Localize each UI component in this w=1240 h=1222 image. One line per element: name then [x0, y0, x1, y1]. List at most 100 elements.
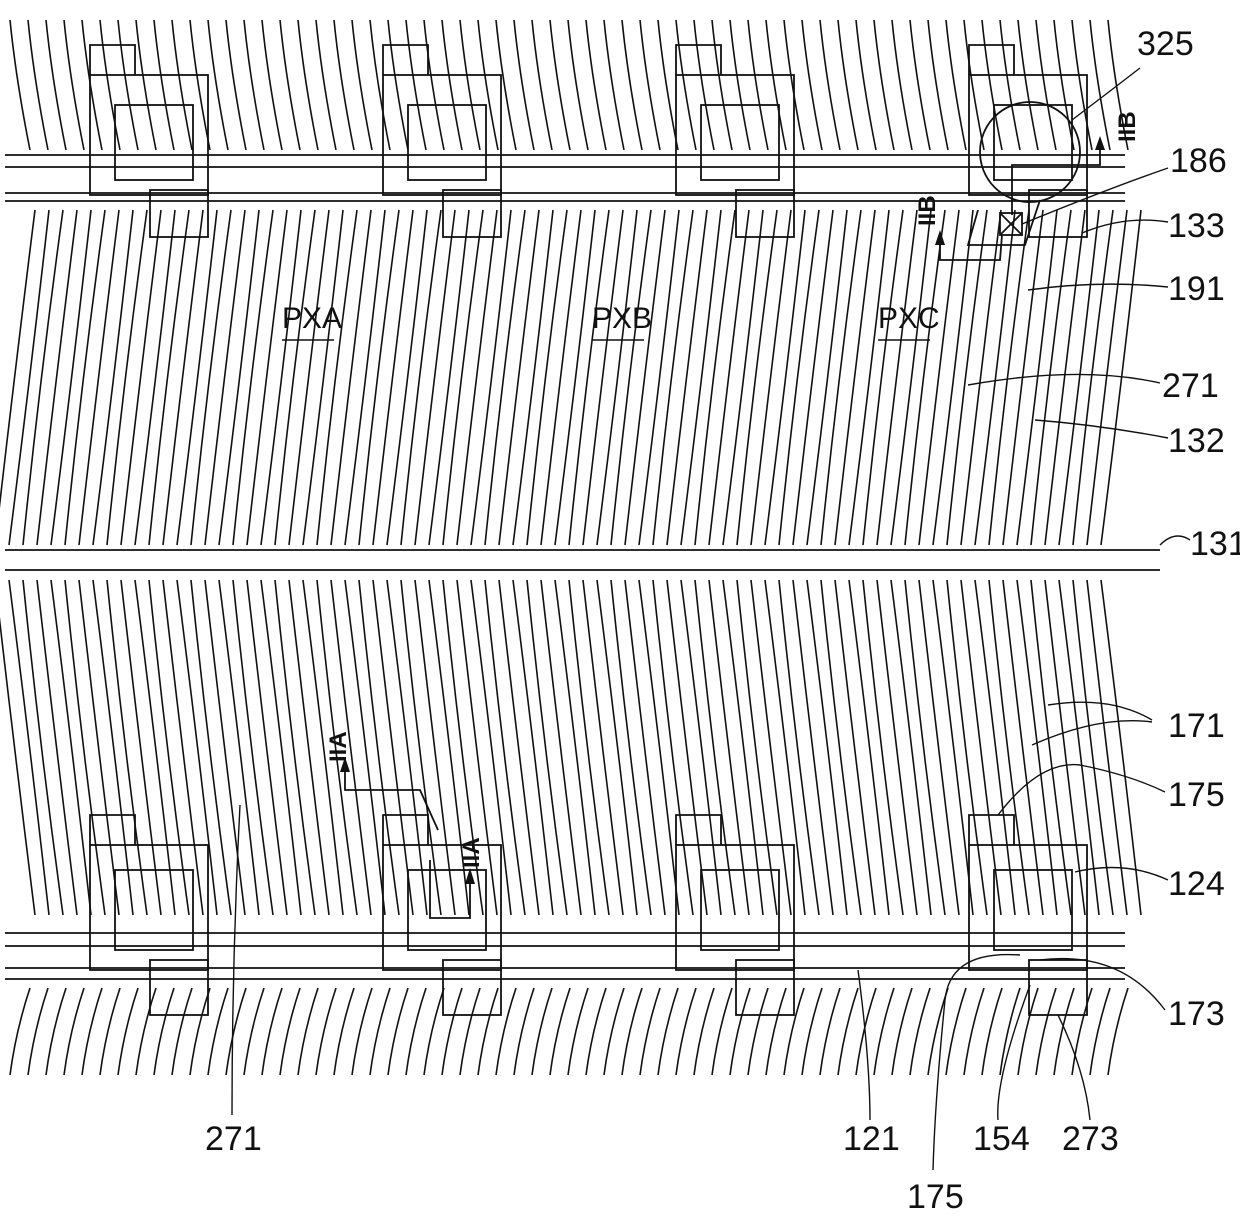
electrode-slit — [262, 988, 282, 1075]
electrode-slit — [712, 20, 732, 150]
electrode-slit — [406, 20, 426, 150]
electrode-slit — [622, 988, 642, 1075]
electrode-slit — [46, 988, 66, 1075]
electrode-slit — [370, 20, 390, 150]
electrode-slit — [820, 988, 840, 1075]
electrode-slit — [10, 988, 30, 1075]
electrode-slit — [694, 20, 714, 150]
pixel-label-pxc: PXC — [878, 302, 940, 335]
electrode-slit — [496, 20, 516, 150]
electrode-slit — [352, 988, 372, 1075]
electrode-slit — [928, 20, 948, 150]
pixel-label-pxb: PXB — [592, 302, 652, 335]
electrode-slit — [244, 20, 264, 150]
electrode-slit — [154, 20, 174, 150]
electrode-slit — [244, 988, 264, 1075]
electrode-slit — [658, 988, 678, 1075]
electrode-slit — [478, 988, 498, 1075]
electrode-slit — [460, 20, 480, 150]
electrode-slit — [532, 20, 552, 150]
electrode-slit — [874, 20, 894, 150]
electrode-slit — [100, 20, 120, 150]
tft-drain-pad — [115, 870, 193, 950]
section-cut-iib-lower — [940, 235, 1002, 260]
electrode-slit — [442, 988, 462, 1075]
electrode-slit — [1054, 20, 1074, 150]
leader-131 — [1160, 536, 1190, 545]
electrode-slit — [172, 20, 192, 150]
electrode-slit — [964, 988, 984, 1075]
electrode-slit — [604, 988, 624, 1075]
electrode-slit — [154, 988, 174, 1075]
electrode-slit — [550, 988, 570, 1075]
electrode-slit — [64, 988, 84, 1075]
electrode-slit — [388, 988, 408, 1075]
leader-171-a — [1048, 702, 1152, 720]
electrode-slit — [352, 20, 372, 150]
leader-121 — [858, 970, 870, 1120]
electrode-slit — [478, 20, 498, 150]
electrode-slit — [1036, 20, 1056, 150]
electrode-slit — [874, 988, 894, 1075]
section-label-iib-right: IIB — [1114, 111, 1141, 142]
electrode-slit — [172, 988, 192, 1075]
electrode-slit — [1108, 988, 1128, 1075]
electrode-slit — [748, 20, 768, 150]
ref-173: 173 — [1168, 995, 1225, 1033]
electrode-slit — [1072, 988, 1092, 1075]
electrode-slit — [280, 20, 300, 150]
electrode-slit — [280, 988, 300, 1075]
electrode-slit — [964, 20, 984, 150]
ref-271-upper: 271 — [1162, 367, 1219, 405]
electrode-slit — [424, 988, 444, 1075]
electrode-slit — [568, 20, 588, 150]
ref-131: 131 — [1190, 525, 1240, 563]
electrode-slit — [496, 988, 516, 1075]
electrode-slit — [676, 988, 696, 1075]
electrode-slit — [586, 20, 606, 150]
electrode-slit — [190, 988, 210, 1075]
contact-region-circle-325 — [980, 102, 1080, 202]
electrode-slit — [856, 988, 876, 1075]
electrode-slit — [370, 988, 390, 1075]
electrode-slit — [694, 988, 714, 1075]
electrode-slit — [748, 988, 768, 1075]
section-label-iia-lower: IIA — [458, 837, 485, 868]
electrode-slit — [208, 20, 228, 150]
electrode-slit — [316, 988, 336, 1075]
electrode-slit — [838, 20, 858, 150]
electrode-slit — [334, 988, 354, 1075]
ref-175-upper: 175 — [1168, 776, 1225, 814]
tft-gate-pad — [90, 75, 208, 195]
electrode-slit — [640, 20, 660, 150]
electrode-slit — [514, 20, 534, 150]
electrode-slit — [1000, 20, 1020, 150]
ref-124: 124 — [1168, 865, 1225, 903]
electrode-slit — [28, 988, 48, 1075]
electrode-slit — [766, 988, 786, 1075]
electrode-slit — [442, 20, 462, 150]
electrode-slit — [136, 20, 156, 150]
leader-175-upper — [998, 765, 1165, 815]
tft-outline — [969, 45, 1014, 75]
section-arrowheads — [340, 136, 1105, 884]
electrode-slit — [766, 20, 786, 150]
ref-133: 133 — [1168, 207, 1225, 245]
tft-contact-pad — [443, 190, 501, 237]
leader-171-b — [1032, 721, 1152, 745]
electrode-slit — [406, 988, 426, 1075]
ref-273: 273 — [1062, 1120, 1119, 1158]
ref-132: 132 — [1168, 422, 1225, 460]
leader-lines — [232, 68, 1190, 1170]
tft-contact-pad — [1029, 190, 1087, 237]
leader-173 — [1040, 959, 1165, 1010]
ref-121: 121 — [843, 1120, 900, 1158]
ref-186: 186 — [1170, 142, 1227, 180]
electrode-slit — [1000, 988, 1020, 1075]
electrode-slit — [946, 20, 966, 150]
electrode-slit — [658, 20, 678, 150]
electrode-slit — [712, 988, 732, 1075]
pixel-labels: PXA PXB PXC — [282, 302, 940, 335]
